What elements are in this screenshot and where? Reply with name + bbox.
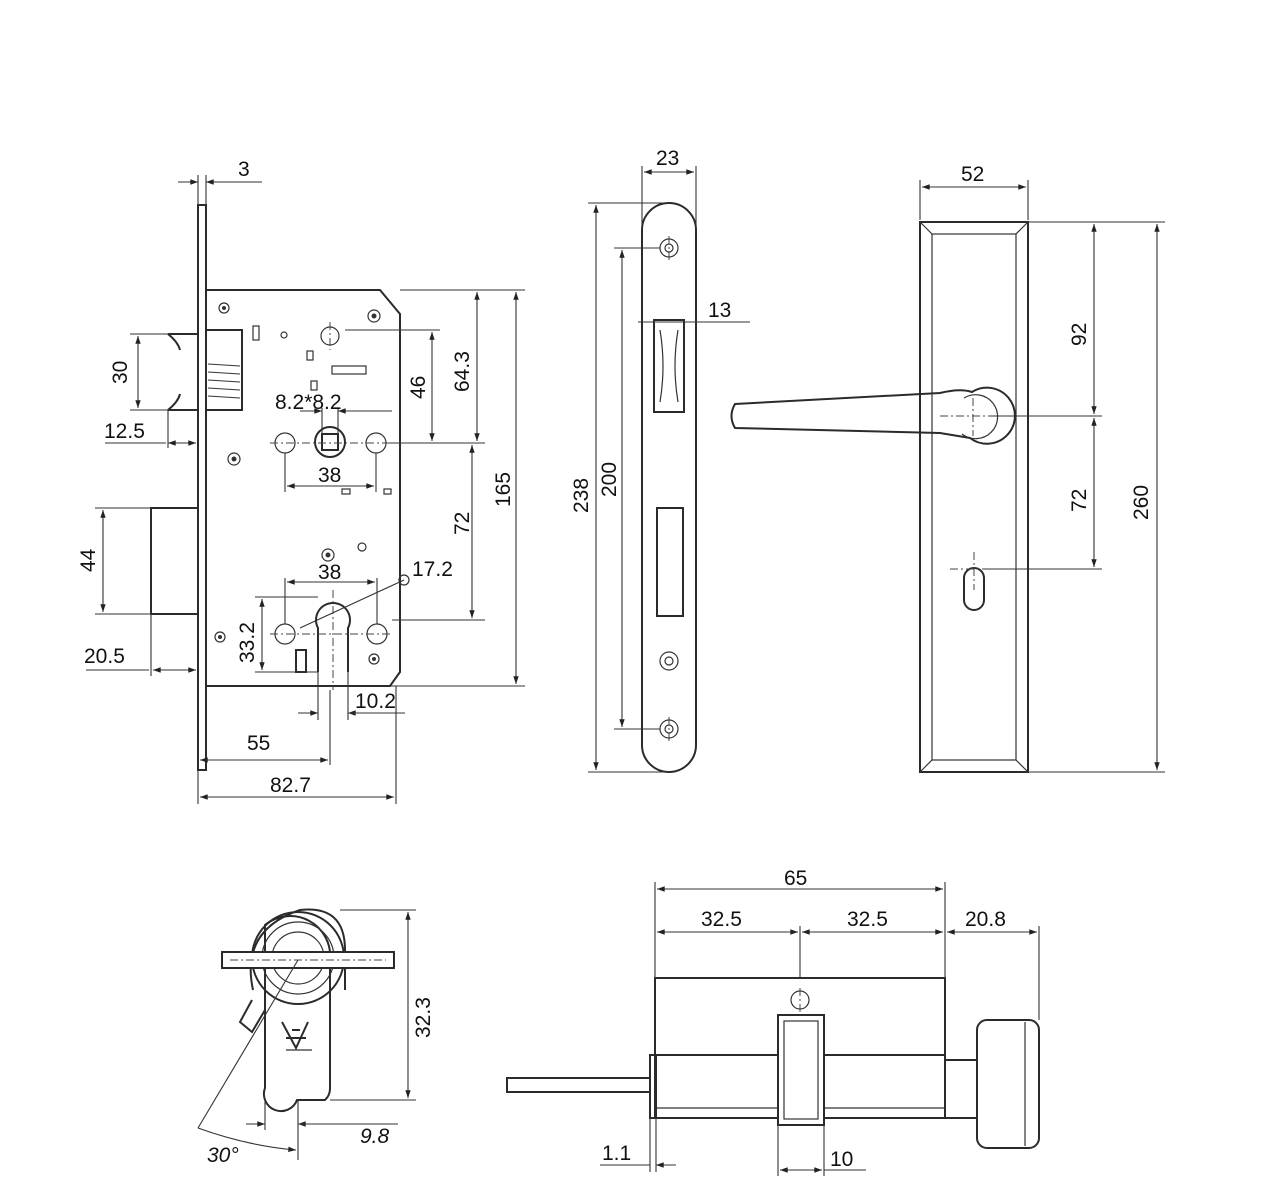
label-23: 23 — [656, 147, 679, 170]
mortise-lock-body-view: 3 30 12.5 8.2*8.2 38 — [77, 158, 525, 804]
label-52: 52 — [961, 163, 984, 186]
label-17-2: 17.2 — [412, 558, 453, 581]
label-1-1: 1.1 — [602, 1142, 631, 1165]
bolt-opening — [656, 507, 684, 617]
cam-bar — [221, 951, 395, 969]
faceplate-outline — [641, 202, 697, 773]
dim-cylinder-width: 10.2 — [298, 672, 405, 720]
label-38-upper: 38 — [318, 464, 341, 487]
handle-plate-view: 52 92 72 260 — [730, 163, 1165, 773]
tail-bar — [506, 1077, 651, 1093]
back-plate-outer — [919, 221, 1029, 773]
label-92: 92 — [1068, 323, 1091, 346]
label-200: 200 — [598, 462, 621, 497]
label-30: 30 — [109, 361, 132, 384]
dim-cylinder-hole: 17.2 — [299, 558, 453, 629]
label-238: 238 — [570, 478, 593, 513]
dim-spindle-to-top: 46 — [345, 329, 440, 444]
dim-centre-distance: 72 — [392, 445, 485, 621]
cylinder-profile — [262, 915, 332, 1113]
label-12-5: 12.5 — [104, 420, 145, 443]
dim-handle-screw-spacing: 38 — [284, 453, 377, 492]
faceplate-front-view: 23 13 238 200 — [570, 147, 750, 773]
label-33-2: 33.2 — [236, 622, 259, 663]
label-32-3: 32.3 — [412, 997, 435, 1038]
dim-latch-height: 30 — [109, 333, 168, 411]
dim-faceplate-thickness: 3 — [178, 158, 262, 205]
label-13: 13 — [708, 299, 731, 322]
latch-opening — [653, 319, 685, 413]
label-32-5-right: 32.5 — [847, 908, 888, 931]
latch-bolt — [167, 329, 243, 411]
dim-latch-opening-width: 13 — [638, 299, 750, 323]
dim-cylinder-profile-height: 33.2 — [236, 596, 318, 673]
dim-half-right: 32.5 — [801, 908, 944, 935]
dim-cam-width: 10 — [777, 1125, 866, 1176]
dim-handle-centre-distance: 72 — [984, 418, 1102, 570]
dim-cam-offset: 9.8 — [246, 1100, 398, 1160]
label-8-2x8-2: 8.2*8.2 — [275, 391, 342, 414]
dim-section-profile-height: 32.3 — [330, 909, 435, 1101]
brand-logo — [281, 1021, 309, 1051]
dim-faceplate-width: 23 — [641, 147, 697, 228]
dim-body-depth: 82.7 — [197, 686, 397, 804]
dim-latch-projection: 12.5 — [104, 410, 196, 448]
label-72-plate: 72 — [1068, 489, 1091, 512]
dim-total-length: 65 — [654, 867, 946, 978]
label-44: 44 — [77, 548, 100, 572]
label-46: 46 — [407, 376, 430, 399]
label-38-lower: 38 — [318, 561, 341, 584]
dim-screw-spacing: 200 — [598, 247, 660, 730]
dim-cylinder-screw-spacing: 38 — [284, 561, 378, 624]
cam — [777, 1014, 825, 1126]
cylinder-section-view: 32.3 9.8 30° — [197, 908, 435, 1167]
label-72-body: 72 — [451, 512, 474, 535]
cylinder-cutout — [270, 590, 392, 690]
dim-bolt-projection: 20.5 — [84, 614, 196, 676]
dim-plate-width: 52 — [919, 163, 1029, 220]
label-30-deg: 30° — [207, 1144, 239, 1167]
dim-cam-angle: 30° — [197, 959, 299, 1167]
dim-plate-height: 260 — [1028, 221, 1165, 773]
dead-bolt — [150, 507, 199, 615]
dim-spindle-square: 8.2*8.2 — [275, 391, 392, 434]
dim-backset: 55 — [200, 690, 331, 765]
dim-half-left: 32.5 — [656, 908, 801, 978]
label-65: 65 — [784, 867, 807, 890]
label-55: 55 — [247, 732, 270, 755]
label-10-2: 10.2 — [355, 690, 396, 713]
label-3: 3 — [238, 158, 250, 181]
case-screws — [214, 302, 392, 665]
label-9-8: 9.8 — [360, 1125, 390, 1148]
dim-tail-offset: 1.1 — [600, 1118, 676, 1172]
dim-knob-length: 20.8 — [946, 908, 1040, 1020]
dim-body-height: 165 — [390, 292, 525, 687]
label-260: 260 — [1130, 485, 1153, 520]
label-82-7: 82.7 — [270, 774, 311, 797]
dim-spindle-to-body-top: 64.3 — [400, 289, 525, 444]
cylinder-side-view: 65 32.5 32.5 20.8 1.1 — [506, 867, 1040, 1176]
label-20-8: 20.8 — [965, 908, 1006, 931]
label-20-5: 20.5 — [84, 645, 125, 668]
label-10: 10 — [830, 1148, 853, 1171]
dim-faceplate-length: 238 — [570, 202, 669, 773]
back-plate-inner — [931, 233, 1017, 761]
lock-case-outline — [206, 289, 401, 687]
thumb-turn-knob — [976, 1019, 1040, 1149]
knob-stem — [944, 1059, 978, 1119]
dim-handle-to-top: 92 — [990, 221, 1102, 417]
dim-bolt-height: 44 — [77, 507, 151, 615]
cam-lever — [238, 999, 266, 1034]
keyhole — [963, 567, 985, 611]
lever-handle — [730, 386, 1016, 445]
label-64-3: 64.3 — [451, 351, 474, 392]
spindle-hub — [270, 322, 392, 458]
label-32-5-left: 32.5 — [701, 908, 742, 931]
faceplate-strip — [197, 204, 207, 771]
label-165: 165 — [492, 472, 515, 507]
